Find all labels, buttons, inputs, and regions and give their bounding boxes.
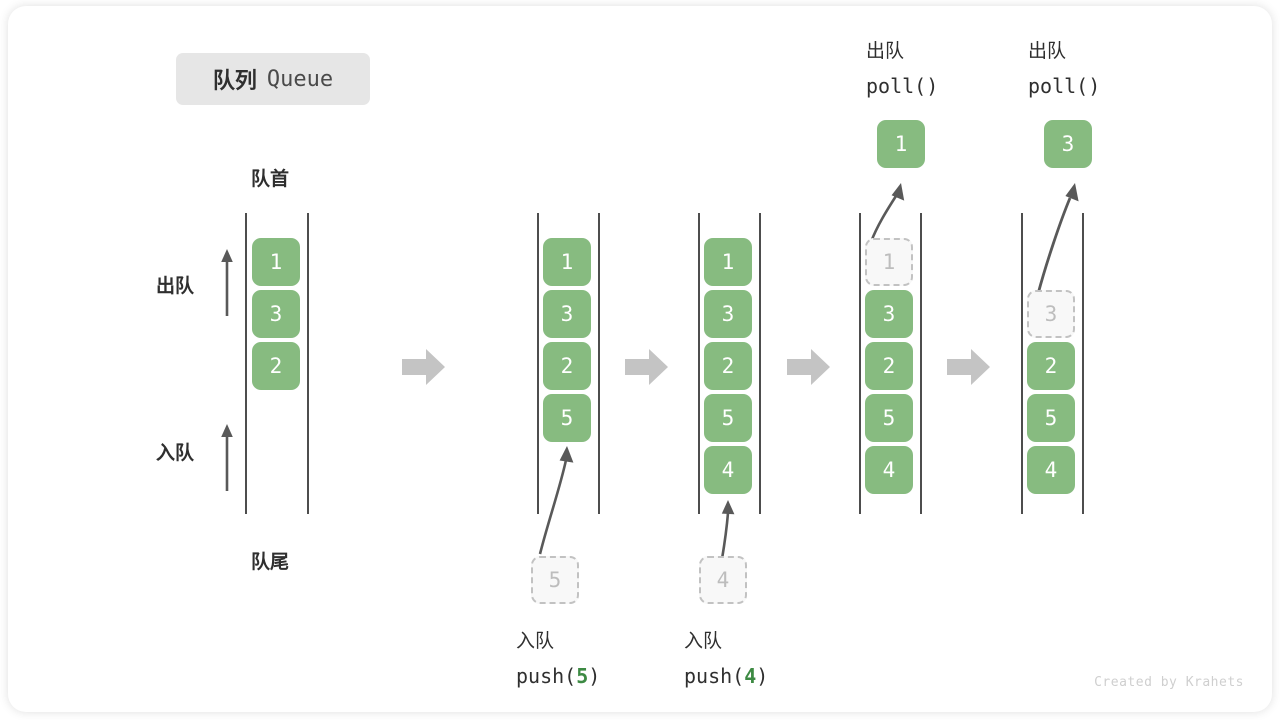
- dequeue-side-label: 出队: [156, 276, 195, 297]
- queue-cell: 3: [543, 290, 591, 338]
- action-label-poll1: 出队: [866, 41, 905, 62]
- action-code-push4: push(4): [684, 659, 768, 694]
- queue-cell: 1: [252, 238, 300, 286]
- code-pre: push(: [684, 664, 745, 688]
- queue-cell: 2: [1027, 342, 1075, 390]
- title-chinese: 队列: [212, 68, 257, 93]
- right-arrow-icon: [787, 349, 830, 385]
- curved-arrow-icon-push4: [720, 500, 735, 560]
- queue-rail-left-4: [859, 213, 861, 514]
- code-pre: push(: [516, 664, 577, 688]
- pending-cell: 4: [699, 556, 747, 604]
- queue-rail-right-4: [920, 213, 922, 514]
- credit-text: Created by Krahets: [1094, 675, 1244, 690]
- queue-cell: 2: [704, 342, 752, 390]
- curved-arrow-icon-poll3: [1036, 183, 1079, 295]
- queue-cell: 5: [865, 394, 913, 442]
- queue-cell-new: 4: [704, 446, 752, 494]
- queue-cell: 1: [704, 238, 752, 286]
- action-label-poll3: 出队: [1028, 41, 1067, 62]
- right-arrow-icon: [625, 349, 668, 385]
- curved-arrow-icon-poll1: [869, 183, 905, 243]
- queue-rail-left-1: [245, 213, 247, 514]
- popped-cell: 3: [1044, 120, 1092, 168]
- action-code-poll3: poll(): [1028, 74, 1101, 98]
- popped-cell: 1: [877, 120, 925, 168]
- code-post: ): [588, 664, 601, 688]
- queue-cell: 5: [704, 394, 752, 442]
- title-english: Queue: [266, 66, 334, 92]
- enqueue-side-label: 入队: [156, 443, 195, 464]
- queue-cell-new: 5: [543, 394, 591, 442]
- pending-cell: 5: [531, 556, 579, 604]
- diagram-card: 队列 Queue 队首 队尾 出队 入队 1 3 2 1 3 2 5 5 入队 …: [8, 6, 1272, 712]
- queue-cell: 2: [252, 342, 300, 390]
- right-arrow-icon: [402, 349, 445, 385]
- queue-cell: 4: [1027, 446, 1075, 494]
- queue-cell-removed: 3: [1027, 290, 1075, 338]
- queue-cell: 2: [865, 342, 913, 390]
- code-value: 4: [744, 664, 757, 688]
- queue-rear-label: 队尾: [251, 552, 290, 573]
- queue-cell: 5: [1027, 394, 1075, 442]
- queue-rail-left-3: [698, 213, 700, 514]
- queue-rail-right-3: [759, 213, 761, 514]
- queue-cell: 3: [865, 290, 913, 338]
- queue-front-label: 队首: [251, 169, 290, 190]
- queue-cell: 3: [252, 290, 300, 338]
- queue-rail-left-2: [537, 213, 539, 514]
- queue-rail-left-5: [1021, 213, 1023, 514]
- action-code-poll1: poll(): [866, 74, 939, 98]
- queue-cell: 3: [704, 290, 752, 338]
- queue-rail-right-5: [1082, 213, 1084, 514]
- queue-cell-removed: 1: [865, 238, 913, 286]
- queue-cell: 2: [543, 342, 591, 390]
- action-code-push5: push(5): [516, 659, 600, 694]
- queue-rail-right-2: [598, 213, 600, 514]
- up-arrow-icon-enqueue: [221, 424, 233, 491]
- curved-arrow-icon-push5: [538, 446, 574, 555]
- action-label-push4: 入队: [684, 631, 723, 652]
- up-arrow-icon-dequeue: [221, 249, 233, 316]
- code-post: ): [756, 664, 769, 688]
- right-arrow-icon: [947, 349, 990, 385]
- queue-rail-right-1: [307, 213, 309, 514]
- code-value: 5: [576, 664, 589, 688]
- diagram-title-badge: 队列 Queue: [176, 53, 370, 105]
- action-label-push5: 入队: [516, 631, 555, 652]
- queue-cell: 4: [865, 446, 913, 494]
- queue-cell: 1: [543, 238, 591, 286]
